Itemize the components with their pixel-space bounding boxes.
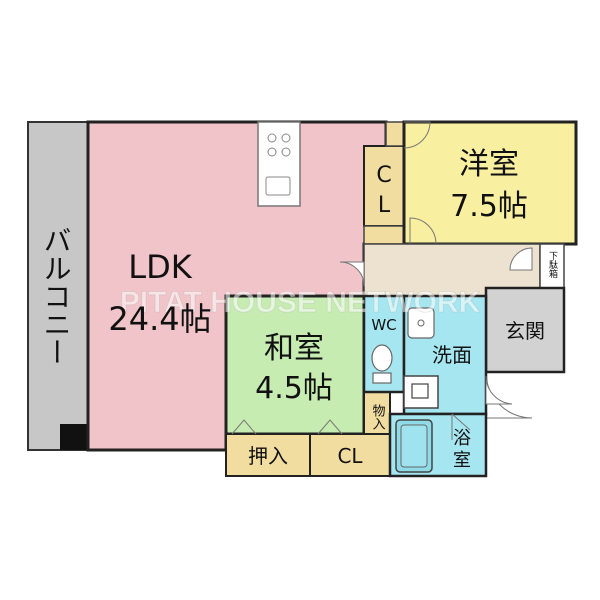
- door-swing: [403, 121, 431, 149]
- stove-burner-icon: [267, 147, 277, 157]
- bathtub-inner-icon: [400, 424, 428, 468]
- western-room-name: 洋室: [459, 147, 519, 182]
- closet-top-band: [385, 121, 405, 147]
- ldk-name: LDK: [128, 248, 192, 286]
- entrance-label: 玄関: [505, 319, 545, 343]
- bath-label-2: 室: [453, 450, 471, 471]
- western-room-size: 7.5帖: [450, 189, 528, 224]
- balcony-label: バルコニー: [40, 226, 73, 366]
- sink-icon: [265, 176, 291, 196]
- oshiire-area: [225, 433, 311, 477]
- washing-machine-door-icon: [411, 383, 429, 399]
- washing-machine-icon: [403, 375, 439, 409]
- entrance-area: [484, 286, 566, 374]
- wash-basin-icon: [407, 307, 435, 339]
- western-closet-area: [363, 145, 405, 227]
- toilet-tank-icon: [372, 372, 392, 384]
- stove-burner-icon: [281, 147, 291, 157]
- door-swing: [509, 247, 533, 271]
- watermark: PITAT HOUSE NETWORK: [120, 286, 481, 319]
- japanese-room-name: 和室: [264, 331, 324, 366]
- closet-label: CL: [337, 444, 363, 468]
- balcony-area: [27, 121, 89, 451]
- closet-door: [363, 225, 405, 245]
- door-swing: [317, 419, 343, 435]
- bath-label-1: 浴: [453, 428, 471, 449]
- stove-burner-icon: [281, 133, 291, 143]
- western-closet-c: C: [376, 163, 391, 188]
- balcony-corner-block: [60, 424, 88, 450]
- oshiire-label: 押入: [248, 444, 288, 468]
- western-room-area: [402, 120, 578, 246]
- door-swing: [485, 375, 513, 405]
- door-swing: [409, 217, 437, 245]
- shoe-box-label: 下駄箱: [547, 251, 558, 279]
- toilet-icon: [371, 344, 393, 372]
- door-swing: [231, 419, 257, 435]
- ldk-size: 24.4帖: [108, 300, 211, 338]
- wc-label: WC: [371, 316, 396, 334]
- washroom-label: 洗面: [432, 343, 472, 367]
- door-swing: [339, 261, 365, 287]
- western-closet-l: L: [378, 193, 391, 218]
- bath-door-line: [451, 413, 471, 431]
- closet-area: [309, 433, 391, 477]
- japanese-room-size: 4.5帖: [255, 371, 333, 406]
- storage-label: 物入: [370, 404, 386, 430]
- stove-burner-icon: [267, 133, 277, 143]
- drain-icon: [417, 319, 425, 327]
